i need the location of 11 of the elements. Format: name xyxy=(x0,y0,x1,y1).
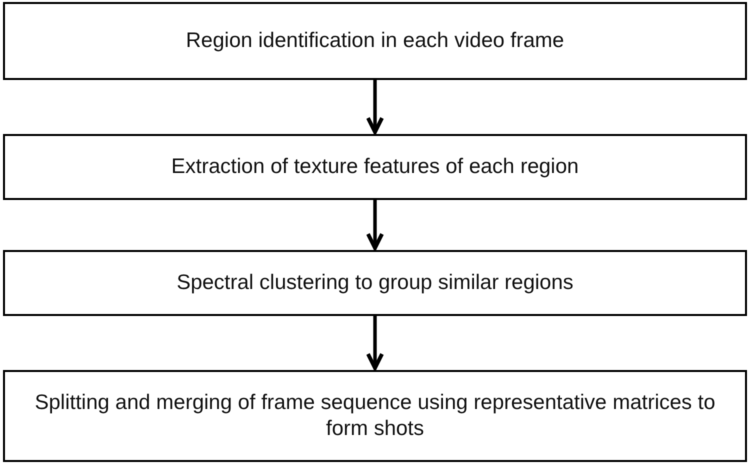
step-text: Extraction of texture features of each region xyxy=(170,154,580,180)
process-box xyxy=(3,370,747,462)
arrow xyxy=(366,316,384,370)
process-box xyxy=(3,2,747,80)
process-box xyxy=(3,250,747,316)
arrow xyxy=(366,80,384,134)
step-text: Splitting and merging of frame sequence using representative matrices to form shots xyxy=(34,390,716,442)
step-text: Spectral clustering to group similar regions xyxy=(176,270,574,296)
step-text: Region identification in each video frame xyxy=(184,28,566,54)
process-box xyxy=(3,134,747,200)
arrow xyxy=(366,200,384,250)
